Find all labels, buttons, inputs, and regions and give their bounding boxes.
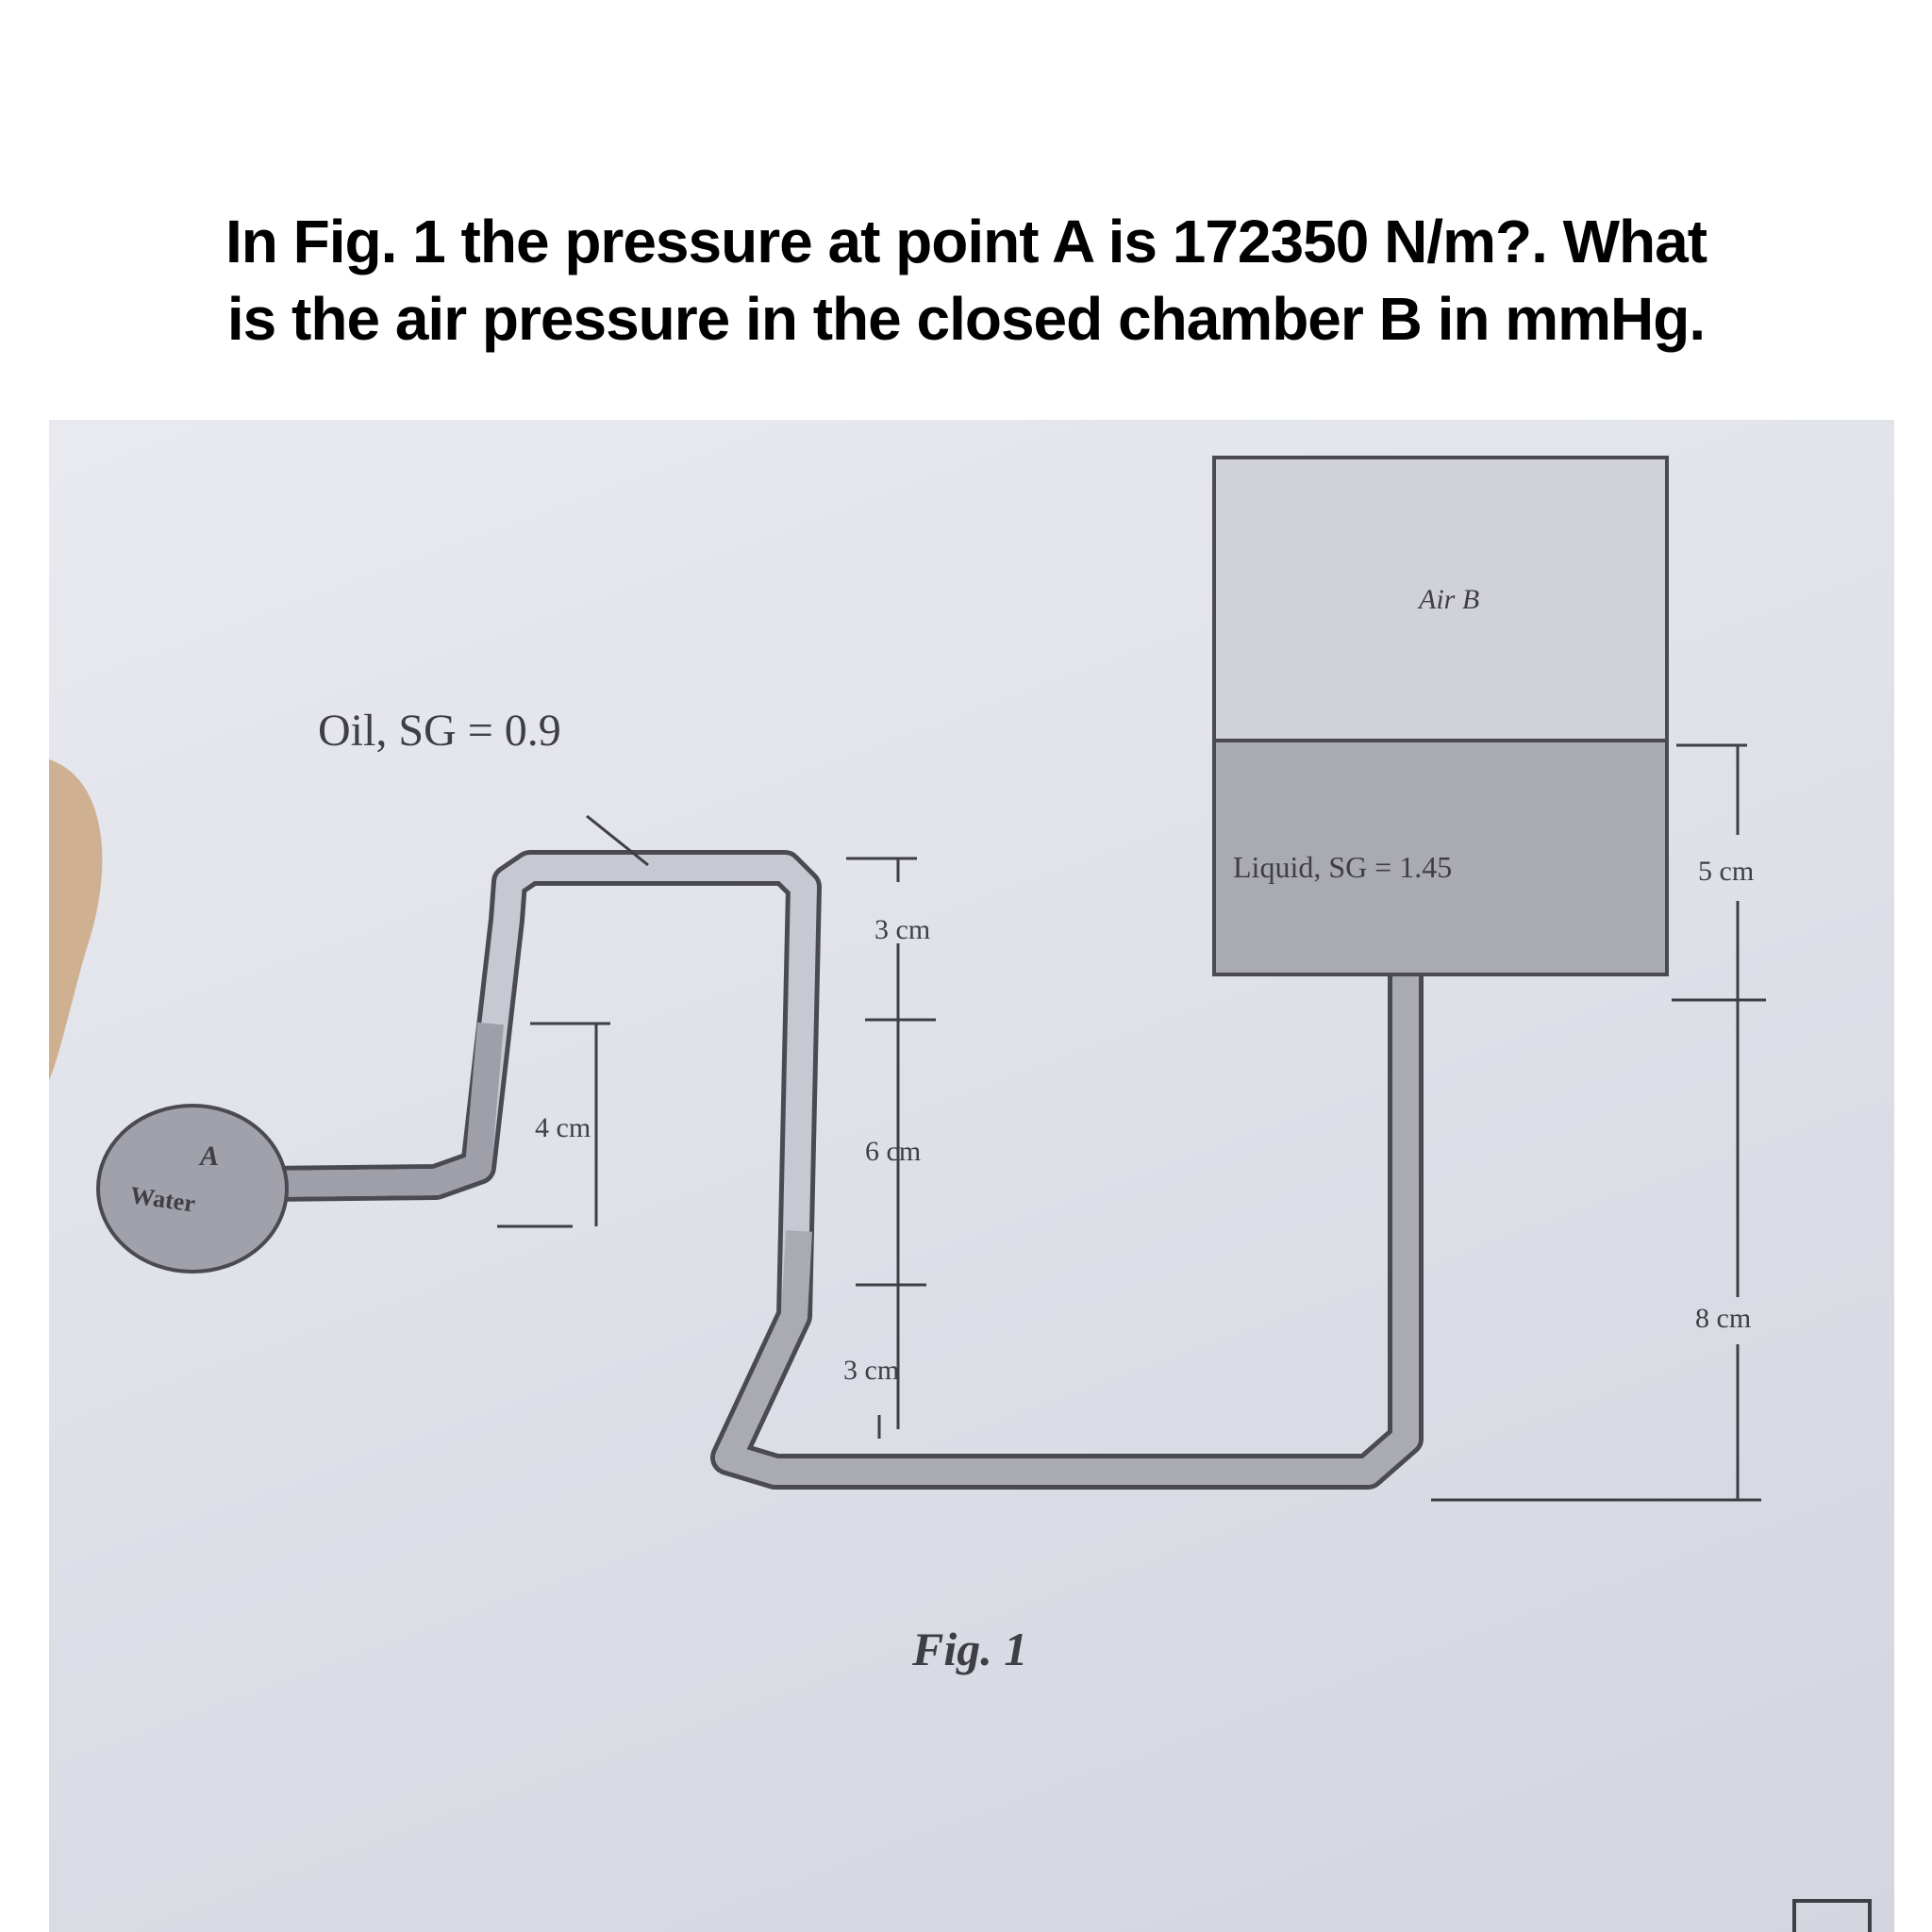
dim-6cm-label: 6 cm	[865, 1136, 921, 1167]
figure-caption: Fig. 1	[911, 1623, 1027, 1675]
corner-fragment	[1792, 1899, 1872, 1932]
tank-air-region	[1212, 456, 1669, 742]
air-b-label: Air B	[1417, 584, 1479, 615]
water-bulb-a	[96, 1104, 289, 1274]
oil-leader-line	[586, 814, 649, 867]
dimension-4cm	[497, 1022, 610, 1228]
dim-5cm-label: 5 cm	[1698, 856, 1754, 887]
dim-3cm-bottom-label: 3 cm	[843, 1355, 899, 1386]
figure-photo: Air B Liquid, SG = 1.45 A Water Oil, SG …	[49, 420, 1894, 1932]
dimension-right-stack	[1431, 743, 1766, 1502]
question-line-1: In Fig. 1 the pressure at point A is 172…	[225, 208, 1707, 275]
point-a-label: A	[198, 1141, 219, 1172]
dim-3cm-top-label: 3 cm	[874, 914, 930, 945]
water-in-tube	[265, 1022, 504, 1197]
finger-shadow	[49, 759, 103, 1080]
liquid-label: Liquid, SG = 1.45	[1233, 850, 1452, 884]
question-line-2: is the air pressure in the closed chambe…	[226, 285, 1706, 353]
oil-label: Oil, SG = 0.9	[318, 706, 561, 756]
dim-4cm-label: 4 cm	[535, 1112, 591, 1143]
liquid-in-tube	[715, 976, 1419, 1485]
manometer-diagram: Air B Liquid, SG = 1.45 A Water Oil, SG …	[49, 456, 1872, 1932]
dim-8cm-label: 8 cm	[1695, 1303, 1751, 1334]
tank-liquid-region	[1212, 739, 1669, 976]
question-text: In Fig. 1 the pressure at point A is 172…	[0, 203, 1932, 358]
dimension-center-stack	[846, 857, 936, 1439]
